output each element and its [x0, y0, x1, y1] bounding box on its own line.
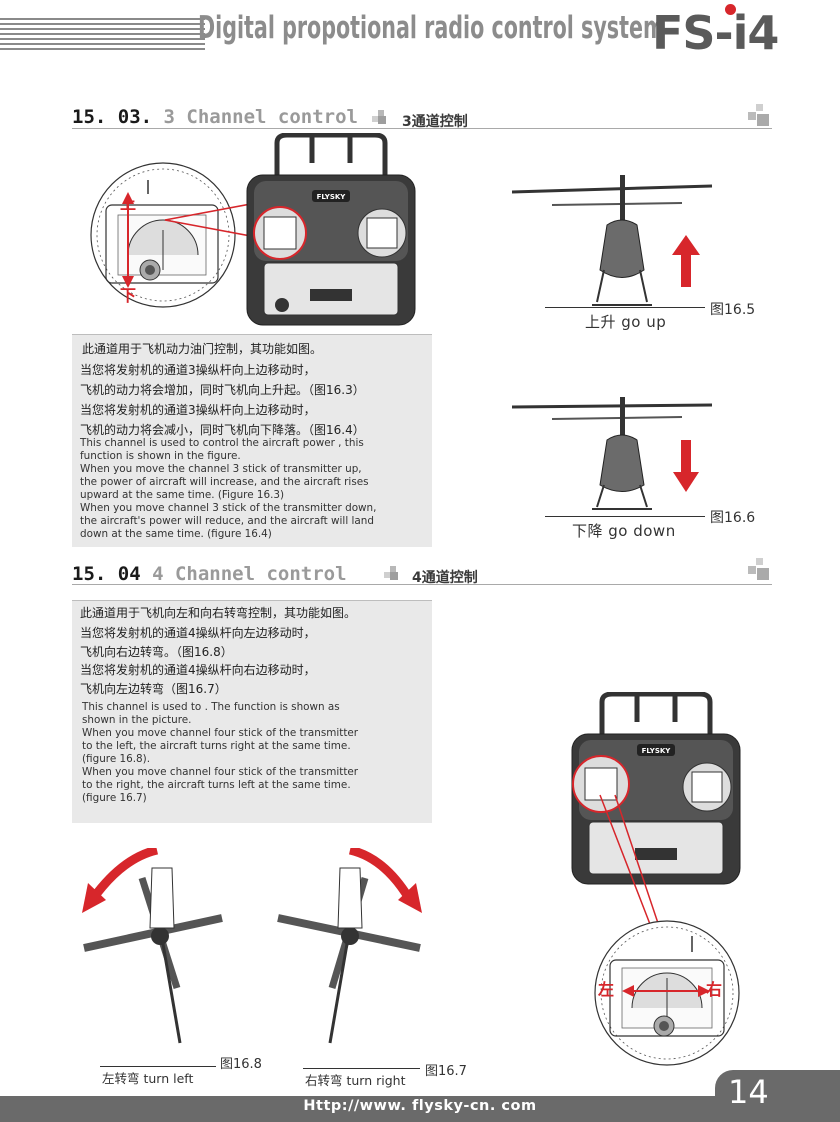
stick-zoom-diagram-ch3: [90, 162, 236, 308]
section-name: 3 Channel control: [163, 106, 358, 128]
helicopter-go-down-image: [512, 397, 713, 510]
section-heading-ch3: 15. 03. 3 Channel control: [72, 106, 358, 128]
cn-line: 飞机向右边转弯。（图16.8）: [80, 645, 233, 659]
model-name: FS-i4: [652, 6, 779, 60]
figure-label-16-5: 图16.5: [710, 302, 756, 318]
cn-line: 当您将发射机的通道4操纵杆向左边移动时，: [80, 626, 316, 640]
figure-label-16-7: 图16.7: [425, 1064, 467, 1079]
cn-line: 此通道用于飞机向左和向右转弯控制，其功能如图。: [80, 606, 357, 620]
caption-rule: [545, 307, 705, 308]
figure-label-16-6: 图16.6: [710, 510, 756, 526]
footer-url[interactable]: Http://www. flysky-cn. com: [303, 1098, 537, 1114]
arrow-up-icon: [672, 235, 700, 287]
helicopter-go-up-image: [512, 175, 713, 306]
corner-squares-icon: [748, 104, 770, 128]
caption-turn-left: 左转弯 turn left: [102, 1071, 194, 1086]
section-marker-icon: [384, 566, 402, 584]
footer-bar: [0, 1096, 840, 1122]
cn-line: 此通道用于飞机动力油门控制，其功能如图。: [82, 342, 323, 356]
description-box-ch4: 此通道用于飞机向左和向右转弯控制，其功能如图。 当您将发射机的通道4操纵杆向左边…: [72, 600, 432, 823]
section-number: 15. 04: [72, 563, 141, 585]
page-number: 14: [728, 1073, 769, 1111]
section-title-cn: 4通道控制: [412, 570, 478, 586]
section-rule: [72, 584, 772, 585]
helicopter-turn-left-image: [82, 848, 223, 1044]
section-heading-ch4: 15. 04 4 Channel control: [72, 563, 347, 585]
transmitter-brand: FLYSKY: [642, 747, 672, 755]
caption-turn-right: 右转弯 turn right: [305, 1073, 406, 1088]
caption-go-up: 上升 go up: [585, 313, 667, 331]
en-description: This channel is used to . The function i…: [82, 701, 359, 804]
cn-line: 飞机向左边转弯（图16.7）: [80, 682, 227, 696]
en-description: This channel is used to control the airc…: [80, 437, 377, 540]
section-name: 4 Channel control: [152, 563, 347, 585]
section-title-cn: 3通道控制: [402, 114, 468, 130]
section-number: 15. 03.: [72, 106, 153, 128]
stick-left-label: 左: [598, 980, 615, 999]
page-number-tab: [715, 1070, 840, 1122]
document-title: Digital propotional radio control system: [198, 10, 665, 46]
arrow-down-icon: [673, 440, 699, 492]
transmitter-ch3-image: FLYSKY: [246, 133, 416, 326]
cn-line: 飞机的动力将会减小，同时飞机向下降落。（图16.4）: [80, 423, 365, 437]
stick-right-label: 右: [706, 980, 723, 999]
stick-up-label: 上: [120, 194, 137, 213]
caption-rule: [100, 1066, 216, 1067]
figure-label-16-8: 图16.8: [220, 1057, 262, 1072]
header-stripes: [0, 18, 205, 52]
stick-zoom-diagram-ch4: [594, 920, 740, 1066]
model-dot: [725, 4, 736, 15]
transmitter-ch4-image: FLYSKY: [571, 692, 741, 885]
caption-go-down: 下降 go down: [572, 522, 676, 540]
cn-line: 当您将发射机的通道3操纵杆向上边移动时，: [80, 363, 316, 377]
description-box-ch3: 此通道用于飞机动力油门控制，其功能如图。 当您将发射机的通道3操纵杆向上边移动时…: [72, 334, 432, 547]
section-marker-icon: [372, 110, 390, 128]
caption-rule: [303, 1068, 420, 1069]
cn-line: 当您将发射机的通道4操纵杆向右边移动时，: [80, 663, 316, 677]
stick-down-label: 下: [120, 286, 137, 305]
section-rule: [72, 128, 772, 129]
corner-squares-icon: [748, 558, 770, 582]
cn-line: 飞机的动力将会增加，同时飞机向上升起。（图16.3）: [80, 383, 365, 397]
transmitter-brand: FLYSKY: [317, 193, 347, 201]
caption-rule: [545, 516, 705, 517]
helicopter-turn-right-image: [277, 848, 422, 1044]
cn-line: 当您将发射机的通道3操纵杆向上边移动时，: [80, 403, 316, 417]
